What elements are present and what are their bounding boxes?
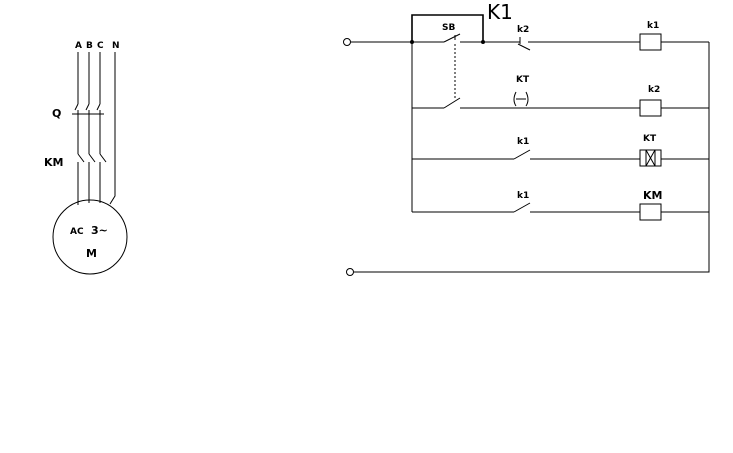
rung2-contact-label: KT xyxy=(516,75,530,85)
rung2-timer-contact xyxy=(512,91,530,109)
neutral-wire xyxy=(109,52,116,205)
phase-label-n: N xyxy=(112,41,120,51)
rung-1: SB K1 k2 k1 xyxy=(410,0,709,51)
power-circuit: A B C N Q KM AC 3~ M xyxy=(44,41,128,275)
rung3-timer-coil xyxy=(639,149,662,167)
bypass-node-left xyxy=(410,40,414,44)
contactor-km-symbol xyxy=(77,153,107,168)
motor-phase-label: 3~ xyxy=(91,224,108,237)
rung1-contact-label: k2 xyxy=(517,25,529,35)
start-button-label: SB xyxy=(442,23,455,33)
supply-terminal-top xyxy=(343,38,351,46)
contactor-label: KM xyxy=(44,156,63,169)
supply-terminal-bottom xyxy=(346,268,354,276)
rung4-coil xyxy=(639,203,662,221)
rung-3: k1 KT xyxy=(412,134,709,167)
rung2-switch-contact xyxy=(443,97,461,109)
rung2-coil-label: k2 xyxy=(648,85,660,95)
rung1-nc-contact xyxy=(517,37,531,51)
rung1-coil xyxy=(639,33,662,51)
phase-label-b: B xyxy=(86,41,93,51)
rung3-no-contact xyxy=(513,149,531,160)
start-button-contact xyxy=(443,33,461,43)
return-wire xyxy=(354,42,710,273)
breaker-q-symbol xyxy=(72,103,104,120)
rung4-contact-label: k1 xyxy=(517,191,529,201)
rung-2: KT k2 xyxy=(412,75,709,117)
breaker-label: Q xyxy=(52,107,61,120)
rung3-contact-label: k1 xyxy=(517,137,529,147)
rung-4: k1 KM xyxy=(412,189,709,221)
motor-type-label: AC xyxy=(70,227,84,237)
phase-label-c: C xyxy=(97,41,104,51)
handwritten-label: K1 xyxy=(487,0,513,24)
motor: AC 3~ M xyxy=(52,199,128,275)
motor-circle xyxy=(52,199,128,275)
rung3-coil-label: KT xyxy=(643,134,657,144)
phase-label-a: A xyxy=(75,41,82,51)
rung4-no-contact xyxy=(513,202,531,213)
rung1-coil-label: k1 xyxy=(647,21,659,31)
control-circuit: SB K1 k2 k1 KT xyxy=(343,0,710,276)
rung4-coil-label: KM xyxy=(643,189,662,202)
motor-name-label: M xyxy=(86,247,97,260)
handwritten-bypass-wire xyxy=(411,14,484,42)
phase-wires xyxy=(77,52,116,205)
rung2-coil xyxy=(639,99,662,117)
bypass-node-right xyxy=(481,40,485,44)
